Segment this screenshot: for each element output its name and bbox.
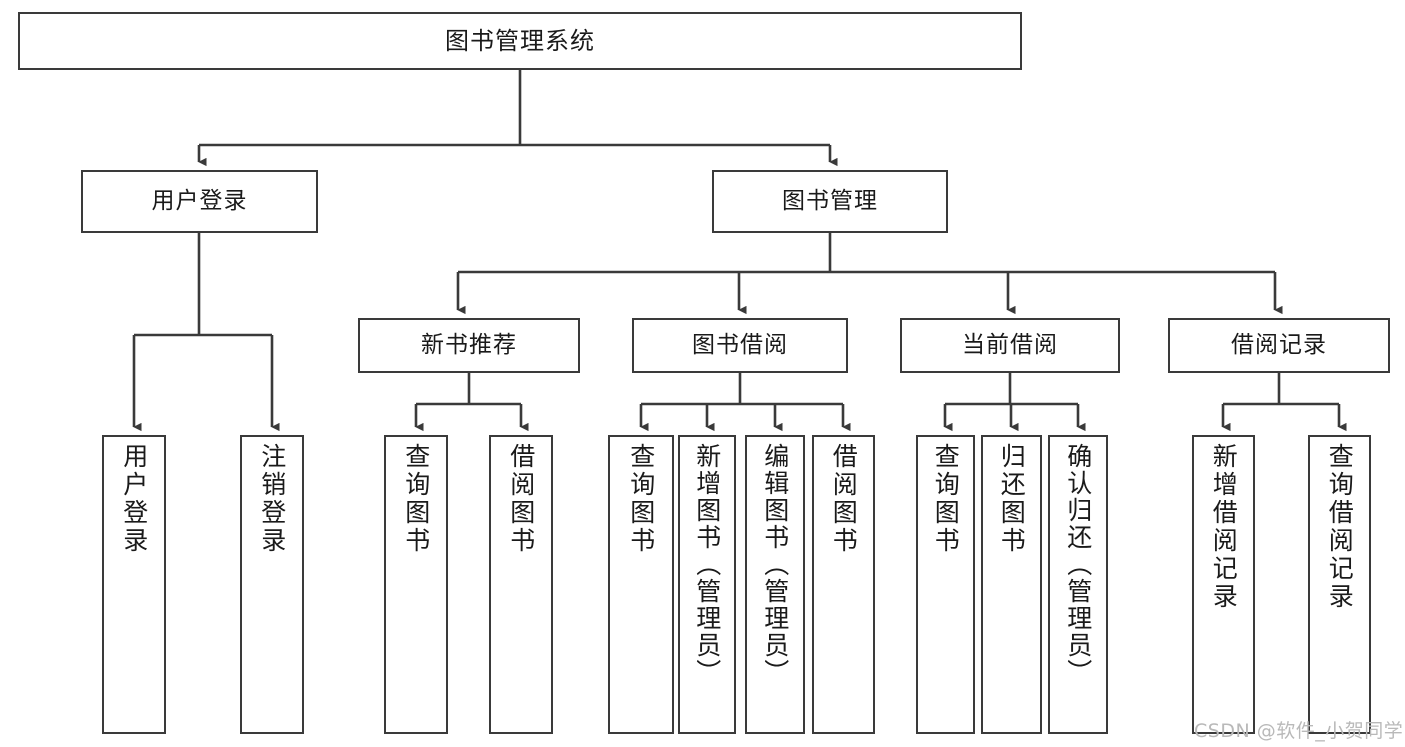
node-label: 新增借阅记录 [1209, 443, 1239, 611]
leaf-borrow-borrow-book[interactable]: 借阅图书 [812, 435, 875, 734]
node-label: 当前借阅 [962, 331, 1058, 358]
node-label: 图书管理系统 [445, 26, 595, 55]
leaf-borrow-query-book[interactable]: 查询图书 [608, 435, 674, 734]
node-label: 新书推荐 [421, 331, 517, 358]
leaf-user-login-signout[interactable]: 注销登录 [240, 435, 304, 734]
node-label: 确认归还（管理员） [1063, 443, 1093, 686]
leaf-borrow-add-book-admin[interactable]: 新增图书（管理员） [678, 435, 736, 734]
leaf-current-query-book[interactable]: 查询图书 [916, 435, 975, 734]
node-label: 图书借阅 [692, 331, 788, 358]
leaf-new-book-borrow[interactable]: 借阅图书 [489, 435, 553, 734]
node-user-login[interactable]: 用户登录 [81, 170, 318, 233]
node-borrow-records[interactable]: 借阅记录 [1168, 318, 1390, 373]
leaf-user-login-signin[interactable]: 用户登录 [102, 435, 166, 734]
csdn-watermark: CSDN @软件_小贺同学 [1194, 720, 1404, 742]
node-label: 用户登录 [119, 443, 149, 555]
node-root-system[interactable]: 图书管理系统 [18, 12, 1022, 70]
node-label: 查询图书 [401, 443, 431, 555]
node-label: 查询借阅记录 [1325, 443, 1355, 611]
node-label: 归还图书 [997, 443, 1027, 555]
node-label: 借阅图书 [506, 443, 536, 555]
leaf-new-book-query[interactable]: 查询图书 [384, 435, 448, 734]
node-new-book-recommend[interactable]: 新书推荐 [358, 318, 580, 373]
leaf-records-add-record[interactable]: 新增借阅记录 [1192, 435, 1255, 734]
node-label: 编辑图书（管理员） [760, 443, 790, 686]
leaf-records-query-record[interactable]: 查询借阅记录 [1308, 435, 1371, 734]
leaf-borrow-edit-book-admin[interactable]: 编辑图书（管理员） [745, 435, 805, 734]
node-label: 借阅记录 [1231, 331, 1327, 358]
node-label: 图书管理 [782, 187, 878, 214]
leaf-current-confirm-return-admin[interactable]: 确认归还（管理员） [1048, 435, 1108, 734]
node-label: 查询图书 [626, 443, 656, 555]
node-label: 查询图书 [931, 443, 961, 555]
node-label: 新增图书（管理员） [692, 443, 722, 686]
node-current-borrow[interactable]: 当前借阅 [900, 318, 1120, 373]
node-book-management[interactable]: 图书管理 [712, 170, 948, 233]
leaf-current-return-book[interactable]: 归还图书 [981, 435, 1042, 734]
node-book-borrow[interactable]: 图书借阅 [632, 318, 848, 373]
node-label: 用户登录 [151, 187, 248, 214]
node-label: 借阅图书 [829, 443, 859, 555]
node-label: 注销登录 [257, 443, 287, 555]
